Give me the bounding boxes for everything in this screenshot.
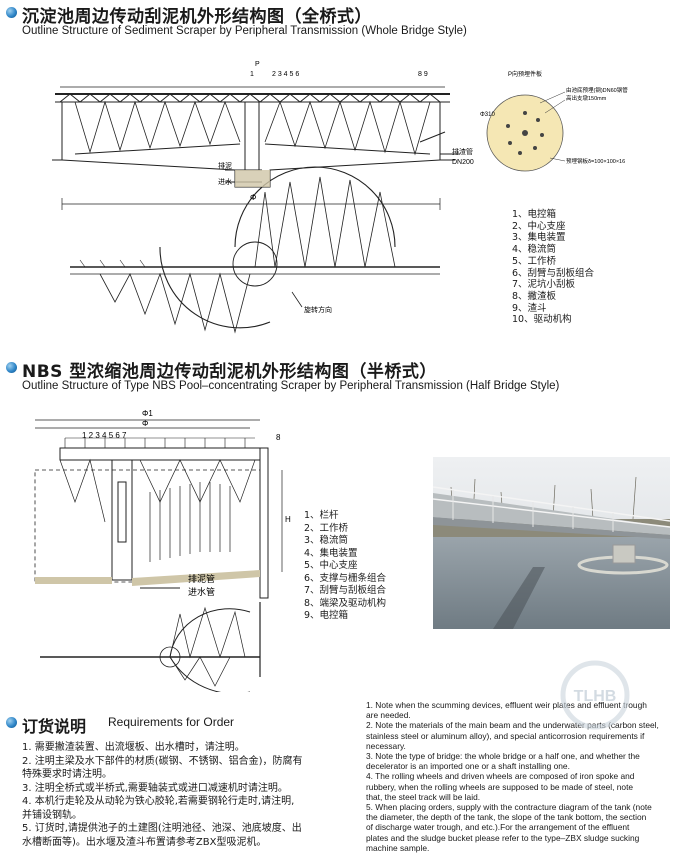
detail-note3: 预埋钢板δ=100×100×16 <box>566 157 625 165</box>
half-bridge-drawing: Φ1 Φ 1 2 3 4 5 6 7 8 H 排泥管 进水管 <box>34 409 291 692</box>
requirements-notes-cn: 1. 需要撇渣装置、出流堰板、出水槽时，请注明。 2. 注明主梁及水下部件的材质… <box>22 741 342 849</box>
label-discharge-pipe: 排泥管 <box>188 573 215 584</box>
legend-item: 2、中心支座 <box>512 220 566 232</box>
note-line: 并铺设钢轨。 <box>22 809 82 821</box>
section1-bullet-icon <box>6 7 17 18</box>
label-p: P <box>255 61 260 68</box>
note-line: 2. Note the materials of the main beam a… <box>366 720 659 731</box>
legend-item: 1、栏杆 <box>304 510 339 521</box>
legend-item: 3、集电装置 <box>512 232 566 244</box>
legend-item: 7、刮臂与刮板组合 <box>304 585 387 596</box>
section1-legend: 1、电控箱 2、中心支座 3、集电装置 4、稳流筒 5、工作桥 6、刮臂与刮板组… <box>512 209 594 326</box>
requirements-title-cn: 订货说明 <box>22 717 87 736</box>
company-logo-watermark: TLHB <box>560 660 630 730</box>
note-line: 2. 注明主梁及水下部件的材质(碳钢、不锈钢、铝合金)，防腐有 <box>22 755 303 767</box>
legend-item: 9、渣斗 <box>512 302 547 314</box>
section2-title-cn: NBS 型浓缩池周边传动刮泥机外形结构图（半桥式） <box>22 362 437 382</box>
note-line: 1. 需要撇渣装置、出流堰板、出水槽时，请注明。 <box>22 742 245 753</box>
detail-title: P向预埋件板 <box>508 70 542 78</box>
label-phi: Φ <box>250 193 256 202</box>
note-line: decelerator is an imported one or a shaf… <box>366 761 570 772</box>
scraper-photo <box>433 457 670 629</box>
note-line: plates and the sludge bucket please refe… <box>366 832 640 843</box>
label-inflow-pipe: 进水管 <box>188 586 215 597</box>
note-line: stainless steel or aluminum alloy), and … <box>366 730 645 741</box>
note-line: 4. 本机行走轮及从动轮为铁心胶轮,若需要钢轮行走时,请注明, <box>22 796 295 807</box>
legend-item: 2、工作桥 <box>304 522 349 534</box>
requirements-bullet-icon <box>6 717 17 728</box>
detail-note2: 高出支墩150mm <box>566 94 607 102</box>
detail-note1: 由池底预埋(钢)DN60钢管 <box>566 86 628 94</box>
label-dn: DN200 <box>452 159 474 166</box>
legend-item: 7、泥坑小刮板 <box>512 279 576 291</box>
legend-item: 4、稳流筒 <box>512 244 557 256</box>
label-drain-pipe: 排渣管 <box>452 147 473 156</box>
note-line: 4. The rolling wheels and driven wheels … <box>366 771 635 782</box>
legend-item: 1、电控箱 <box>512 209 557 220</box>
note-line: are needed. <box>366 710 411 721</box>
note-line: 水槽断面等)。出水堰及渣斗布置请参考ZBX型吸泥机。 <box>22 836 267 848</box>
requirements-notes-en: 1. Note when the scumming devices, efflu… <box>366 700 692 853</box>
legend-item: 5、中心支座 <box>304 560 358 571</box>
section1-title-cn: 沉淀池周边传动刮泥机外形结构图（全桥式） <box>22 7 372 27</box>
note-line: 3. 注明全桥式或半桥式,需要轴装式或进口减速机时请注明。 <box>22 782 288 794</box>
requirements-title-en: Requirements for Order <box>108 715 235 729</box>
note-line: 5. 订货时,请提供池子的土建图(注明池径、池深、池底坡度、出 <box>22 823 302 834</box>
label-phi: Φ <box>142 419 148 428</box>
label-phi1: Φ1 <box>142 409 153 418</box>
watermark-text: TLHB <box>574 688 617 705</box>
note-line: 5. When placing orders, supply with the … <box>366 802 652 813</box>
label-num-right: 8 9 <box>418 71 428 78</box>
section2-legend: 1、栏杆 2、工作桥 3、稳流筒 4、集电装置 5、中心支座 6、支撑与栅条组合… <box>304 510 386 623</box>
label-num8: 8 <box>276 433 281 442</box>
legend-item: 9、电控箱 <box>304 610 349 621</box>
legend-item: 6、支撑与栅条组合 <box>304 572 387 584</box>
note-line: the diameter, the depth of the tank, the… <box>366 812 647 823</box>
note-line: rubbery, when the rolling wheels are sup… <box>366 781 634 792</box>
note-line: of discharge water trough, and etc.).For… <box>366 822 630 833</box>
section2-bullet-icon <box>6 362 17 373</box>
note-line: 1. Note when the scumming devices, efflu… <box>366 700 647 710</box>
label-rotation: 旋转方向 <box>304 305 332 314</box>
note-line: 特殊要求时请注明。 <box>22 769 112 780</box>
legend-item: 8、撇渣板 <box>512 290 557 302</box>
label-numbers: 2 3 4 5 6 <box>272 71 299 78</box>
note-line: that, the steel track will be laid. <box>366 791 481 802</box>
legend-item: 10、驱动机构 <box>512 314 572 326</box>
legend-item: 8、端梁及驱动机构 <box>304 597 387 609</box>
legend-item: 6、刮臂与刮板组合 <box>512 267 595 279</box>
note-line: 3. Note the type of bridge: the whole br… <box>366 751 640 762</box>
legend-item: 3、稳流筒 <box>304 535 349 546</box>
label-inflow: 进水 <box>218 177 232 186</box>
section2-title-en: Outline Structure of Type NBS Pool–conce… <box>22 380 560 392</box>
detail-dim: Φ310 <box>480 112 495 118</box>
legend-item: 5、工作桥 <box>512 255 557 267</box>
embedded-plate-detail: P向预埋件板 由池底预埋(钢)DN60钢管 高出支墩150mm 预埋钢板δ=10… <box>480 70 628 172</box>
label-nums: 1 2 3 4 5 6 7 <box>82 431 127 440</box>
note-line: machine sample. <box>366 842 430 853</box>
label-discharge: 排泥 <box>218 161 232 170</box>
section1-title-en: Outline Structure of Sediment Scraper by… <box>22 25 467 37</box>
label-h: H <box>285 515 291 524</box>
label-num1: 1 <box>250 71 254 78</box>
whole-bridge-drawing: P 1 2 3 4 5 6 8 9 排泥 进水 排渣管 DN200 Φ 旋转方向 <box>52 61 474 334</box>
note-line: necessary. <box>366 740 406 751</box>
legend-item: 4、集电装置 <box>304 547 358 559</box>
